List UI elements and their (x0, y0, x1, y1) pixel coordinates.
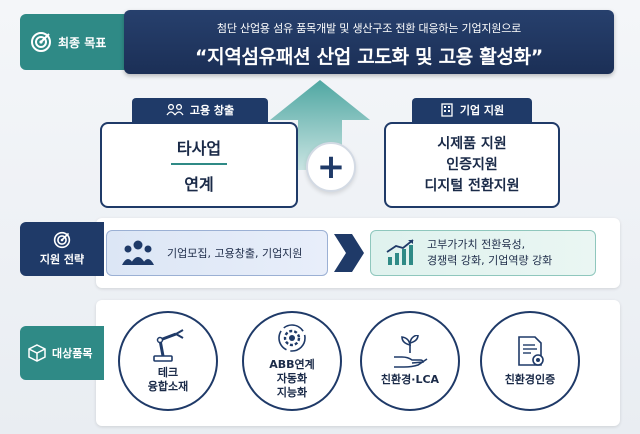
target-icon (53, 231, 71, 249)
corporate-line3: 디지털 전환지원 (424, 177, 520, 194)
goal-title: “지역섬유패션 산업 고도화 및 고용 활성화” (194, 46, 543, 68)
target-item-line1: 테크 (157, 366, 179, 379)
strategy-right-line2: 경쟁력 강화, 기업역량 강화 (427, 254, 553, 267)
target-icon (31, 32, 51, 52)
strategy-left-box: 기업모집, 고용창출, 기업지원 (106, 230, 328, 276)
chevron-right-icon (334, 234, 364, 272)
target-item-line1: 친환경인증 (504, 373, 556, 386)
up-arrow-icon (270, 80, 370, 170)
target-item-line3: 지능화 (276, 386, 308, 399)
target-item-cert: 친환경인증 (480, 311, 580, 411)
employment-line1: 타사업 (170, 135, 228, 165)
corporate-tab-label: 기업 지원 (459, 104, 505, 117)
goal-tab-label: 최종 목표 (58, 35, 107, 50)
corporate-line1: 시제품 지원 (437, 135, 507, 152)
robot-arm-icon (153, 329, 184, 362)
strategy-tab-label: 지원 전략 (39, 253, 85, 266)
target-item-eco: 친환경·LCA (360, 311, 460, 411)
plus-icon: + (306, 142, 356, 192)
target-item-automation: ABB연계 자동화 지능화 (242, 311, 342, 411)
goal-tab: 최종 목표 (20, 14, 130, 70)
building-icon (441, 103, 453, 117)
employment-line2: 연계 (184, 175, 214, 194)
employment-tab: 고용 창출 (132, 98, 268, 122)
certificate-icon (518, 336, 544, 366)
hand-plant-icon (394, 335, 428, 368)
strategy-right-box: 고부가가치 전환육성, 경쟁력 강화, 기업역량 강화 (370, 230, 596, 276)
goal-subtitle: 첨단 산업용 섬유 품목개발 및 생산구조 전환 대응하는 기업지원으로 (216, 22, 522, 35)
goal-box: 첨단 산업용 섬유 품목개발 및 생산구조 전환 대응하는 기업지원으로 “지역… (124, 10, 614, 74)
target-item-line2: 융합소재 (147, 380, 189, 393)
target-item-line1: 친환경·LCA (380, 373, 440, 386)
strategy-left-text: 기업모집, 고용창출, 기업지원 (167, 247, 303, 260)
corporate-line2: 인증지원 (446, 156, 498, 173)
target-item-tech: 테크 융합소재 (118, 311, 218, 411)
target-item-line1: ABB연계 (269, 358, 315, 371)
employment-tab-label: 고용 창출 (189, 104, 235, 117)
group-people-icon (122, 240, 154, 265)
strategy-tab: 지원 전략 (20, 222, 104, 276)
people-icon (166, 104, 184, 116)
employment-box: 타사업 연계 (100, 122, 298, 208)
corporate-tab: 기업 지원 (412, 98, 532, 122)
targets-tab: 대상품목 (20, 326, 104, 380)
cube-icon (28, 344, 46, 362)
gear-cycle-icon (278, 324, 306, 352)
targets-tab-label: 대상품목 (52, 347, 93, 360)
growth-chart-icon (386, 239, 414, 265)
corporate-box: 시제품 지원 인증지원 디지털 전환지원 (384, 122, 560, 208)
strategy-right-line1: 고부가가치 전환육성, (427, 238, 526, 251)
target-item-line2: 자동화 (276, 372, 308, 385)
